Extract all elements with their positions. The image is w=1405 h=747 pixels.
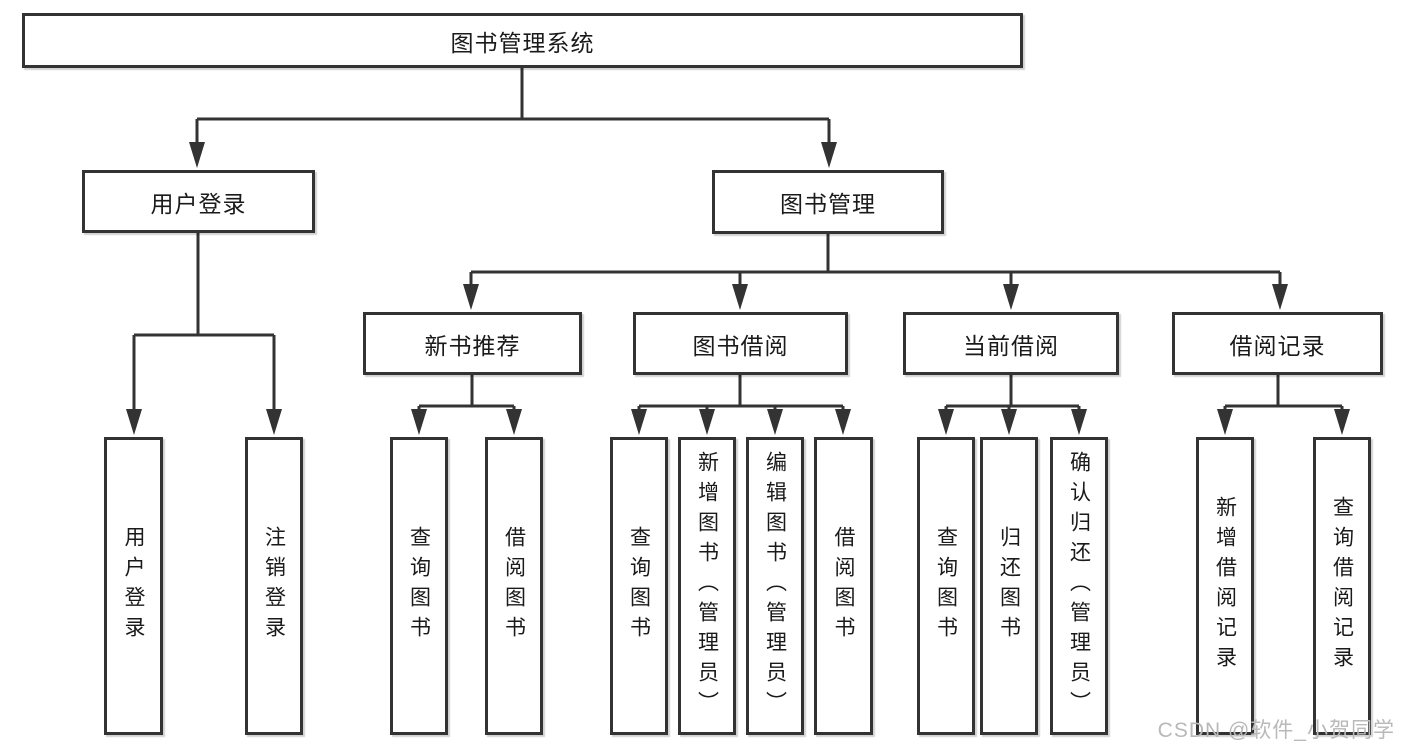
node-book-management: 图书管理 (712, 170, 944, 234)
leaf-logout-label: 注销登录 (262, 526, 286, 646)
arrowhead (699, 409, 715, 435)
leaf-borrow-books-label: 借阅图书 (832, 526, 855, 646)
arrowhead (767, 409, 783, 435)
leaf-borrow-books: 借阅图书 (814, 437, 873, 735)
connector-root (189, 68, 837, 168)
leaf-add-borrow-record: 新增借阅记录 (1196, 437, 1254, 735)
csdn-watermark: CSDN @软件_小贺同学 (1157, 719, 1395, 742)
connector-current-borrow (938, 375, 1087, 435)
leaf-confirm-return-admin-label: 确认归还（管理员） (1067, 451, 1091, 721)
leaf-add-borrow-record-label: 新增借阅记录 (1213, 496, 1237, 676)
leaf-current-query-books: 查询图书 (917, 437, 975, 735)
arrowhead (1071, 409, 1087, 435)
arrowhead (411, 409, 427, 435)
leaf-add-books-admin-label: 新增图书（管理员） (695, 451, 719, 721)
leaf-borrow-query-books: 查询图书 (610, 437, 668, 735)
leaf-recommend-borrow-books: 借阅图书 (485, 437, 543, 735)
node-new-book-recommend: 新书推荐 (363, 312, 582, 375)
arrowhead (189, 142, 205, 168)
arrowhead (1001, 409, 1017, 435)
arrowhead (732, 284, 748, 310)
leaf-return-books-label: 归还图书 (997, 526, 1021, 646)
arrowhead (1003, 284, 1019, 310)
arrowhead (631, 409, 647, 435)
connector-user-login (126, 233, 282, 435)
arrowhead (821, 142, 837, 168)
node-user-login-label: 用户登录 (150, 190, 247, 217)
leaf-recommend-query-books: 查询图书 (390, 437, 448, 735)
node-root: 图书管理系统 (22, 13, 1023, 68)
leaf-return-books: 归还图书 (980, 437, 1038, 735)
connector-borrow-records (1217, 375, 1350, 435)
arrowhead (506, 409, 522, 435)
leaf-confirm-return-admin: 确认归还（管理员） (1050, 437, 1108, 735)
arrowhead (1217, 409, 1233, 435)
node-borrow-records-label: 借阅记录 (1229, 332, 1326, 359)
arrowhead (1334, 409, 1350, 435)
arrowhead (1272, 284, 1288, 310)
leaf-edit-books-admin-label: 编辑图书（管理员） (763, 451, 787, 721)
leaf-edit-books-admin: 编辑图书（管理员） (746, 437, 804, 735)
arrowhead (463, 284, 479, 310)
node-current-borrow-label: 当前借阅 (963, 332, 1059, 359)
node-book-borrow: 图书借阅 (633, 312, 848, 375)
leaf-user-login-label: 用户登录 (122, 526, 145, 646)
connector-new-book (411, 375, 522, 435)
leaf-query-borrow-record-label: 查询借阅记录 (1330, 496, 1354, 676)
node-new-book-recommend-label: 新书推荐 (424, 332, 521, 359)
node-root-label: 图书管理系统 (450, 29, 595, 56)
arrowhead (835, 409, 851, 435)
leaf-user-login: 用户登录 (104, 437, 163, 735)
node-current-borrow: 当前借阅 (903, 312, 1119, 375)
leaf-recommend-borrow-books-label: 借阅图书 (502, 526, 526, 646)
arrowhead (126, 409, 142, 435)
node-book-borrow-label: 图书借阅 (692, 332, 789, 359)
leaf-current-query-books-label: 查询图书 (934, 526, 958, 646)
leaf-borrow-query-books-label: 查询图书 (627, 526, 651, 646)
leaf-logout: 注销登录 (245, 437, 303, 735)
connector-book-management (463, 234, 1288, 310)
leaf-add-books-admin: 新增图书（管理员） (678, 437, 736, 735)
node-book-management-label: 图书管理 (780, 191, 876, 217)
leaf-recommend-query-books-label: 查询图书 (407, 526, 431, 646)
connector-book-borrow (631, 375, 851, 435)
arrowhead (938, 409, 954, 435)
node-user-login: 用户登录 (82, 170, 315, 233)
leaf-query-borrow-record: 查询借阅记录 (1313, 437, 1371, 735)
arrowhead (266, 409, 282, 435)
node-borrow-records: 借阅记录 (1172, 312, 1383, 375)
